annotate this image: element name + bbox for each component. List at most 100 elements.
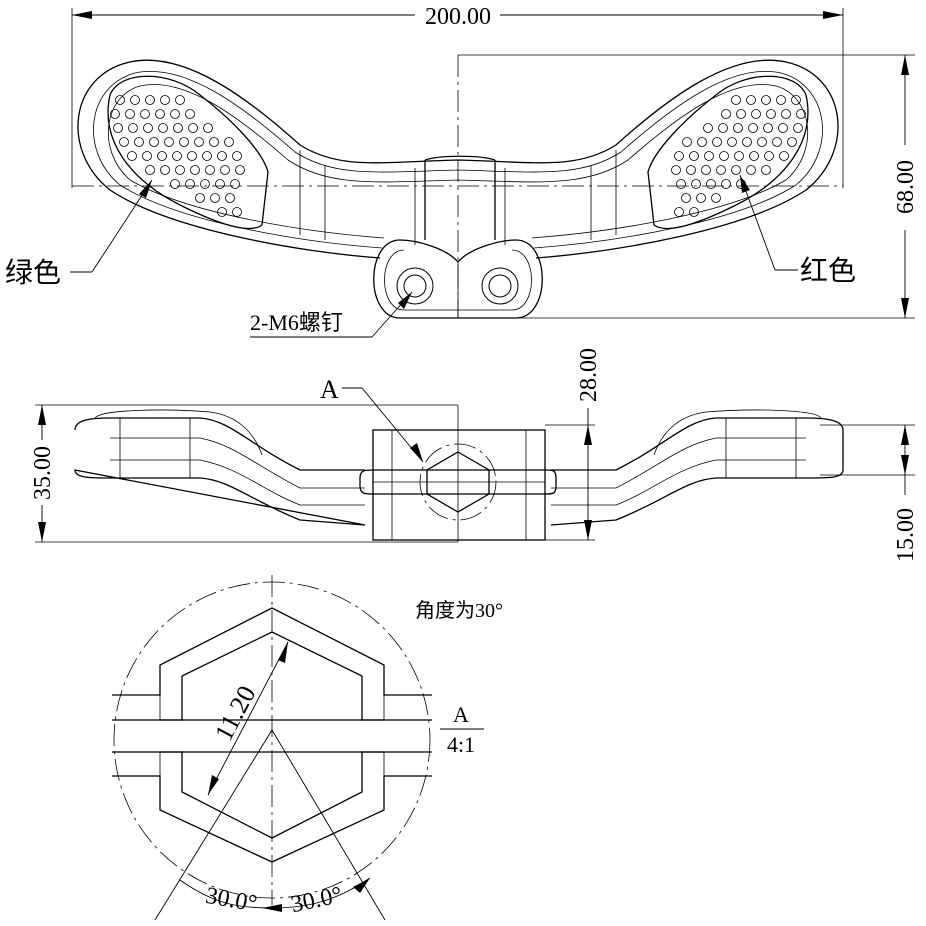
perforation-hole bbox=[734, 151, 744, 161]
perforation-hole bbox=[742, 137, 752, 147]
perforation-hole bbox=[170, 179, 180, 189]
perforation-hole bbox=[202, 151, 212, 161]
perforation-hole bbox=[225, 193, 235, 203]
dim-overall-width-text: 200.00 bbox=[425, 4, 491, 30]
front-inner-line-2 bbox=[110, 437, 806, 489]
perforation-hole bbox=[149, 137, 159, 147]
perforation-hole bbox=[175, 165, 185, 175]
perforation-hole bbox=[763, 123, 773, 133]
perforation-hole bbox=[164, 137, 174, 147]
perforation-hole bbox=[697, 137, 707, 147]
detail-inner-hex bbox=[160, 631, 384, 839]
perforation-hole bbox=[674, 151, 684, 161]
perforation-hole bbox=[185, 109, 195, 119]
dim-top-height: 68.00 bbox=[893, 55, 919, 318]
perforation-hole bbox=[195, 193, 205, 203]
perforation-hole bbox=[796, 109, 806, 119]
perforation-hole bbox=[190, 165, 200, 175]
perforation-hole bbox=[188, 123, 198, 133]
perforation-hole bbox=[217, 207, 227, 217]
perforation-hole bbox=[703, 123, 713, 133]
perforation-hole bbox=[110, 109, 120, 119]
perforation-hole bbox=[731, 165, 741, 175]
detail-label-scale: 4:1 bbox=[447, 732, 475, 757]
perforation-hole bbox=[209, 137, 219, 147]
dim-top-height-text: 68.00 bbox=[893, 160, 919, 214]
perforation-hole bbox=[718, 123, 728, 133]
perforation-hole bbox=[706, 179, 716, 189]
perforation-hole bbox=[143, 123, 153, 133]
perforation-hole bbox=[757, 137, 767, 147]
perforation-hole bbox=[232, 151, 242, 161]
perforation-hole bbox=[235, 165, 245, 175]
top-boss-ribs bbox=[299, 150, 617, 245]
dim-total-height-text: 35.00 bbox=[30, 446, 56, 500]
perforation-hole bbox=[217, 151, 227, 161]
perforation-hole bbox=[704, 151, 714, 161]
perforation-hole bbox=[140, 109, 150, 119]
front-center-boss bbox=[359, 429, 557, 541]
perforation-hole bbox=[682, 137, 692, 147]
dim-end-height-text: 15.00 bbox=[893, 508, 919, 562]
label-green: 绿色 bbox=[5, 257, 61, 289]
perforation-hole bbox=[187, 151, 197, 161]
perforation-hole bbox=[194, 137, 204, 147]
perforation-hole bbox=[145, 95, 155, 105]
perforation-hole bbox=[716, 165, 726, 175]
right-pad bbox=[647, 75, 809, 230]
perforation-hole bbox=[671, 165, 681, 175]
perforation-hole bbox=[787, 137, 797, 147]
perforation-hole bbox=[696, 193, 706, 203]
detail-label-name: A bbox=[453, 702, 469, 727]
perforation-hole bbox=[215, 179, 225, 189]
bracket-outline bbox=[77, 59, 839, 259]
perforation-hole bbox=[119, 137, 129, 147]
top-view: 200.00 bbox=[5, 4, 919, 338]
perforation-hole bbox=[749, 151, 759, 161]
front-view: A 35.00 28.00 bbox=[30, 348, 919, 562]
perforation-hole bbox=[711, 193, 721, 203]
perforation-hole bbox=[719, 151, 729, 161]
perforation-hole bbox=[674, 207, 684, 217]
dim-overall-width: 200.00 bbox=[72, 4, 843, 30]
perforation-hole bbox=[230, 179, 240, 189]
angle-right-text: 30.0° bbox=[289, 882, 345, 918]
perforation-hole bbox=[733, 123, 743, 133]
front-pad-left bbox=[94, 409, 263, 456]
perforation-hole bbox=[115, 95, 125, 105]
angle-left-text: 30.0° bbox=[204, 883, 259, 918]
perforation-hole bbox=[721, 109, 731, 119]
detail-view-a: 11.20 30.0° 30.0° 角度为30° A 4:1 bbox=[112, 575, 503, 921]
dim-hex-size: 11.20 bbox=[207, 641, 289, 796]
perforation-hole bbox=[128, 123, 138, 133]
perforation-hole bbox=[175, 95, 185, 105]
top-center-boss bbox=[424, 155, 496, 240]
dim-end-height: 15.00 bbox=[893, 425, 919, 562]
label-screws: 2-M6螺钉 bbox=[250, 310, 343, 335]
perforation-hole bbox=[761, 165, 771, 175]
perforation-hole bbox=[232, 207, 242, 217]
dim-hex-size-text: 11.20 bbox=[209, 681, 262, 745]
angle-arrow-right bbox=[353, 878, 370, 893]
perforation-hole bbox=[721, 179, 731, 189]
perforation-hole bbox=[127, 151, 137, 161]
perforation-hole bbox=[736, 109, 746, 119]
bracket-inner-contour-2 bbox=[107, 84, 809, 239]
perforation-hole bbox=[157, 151, 167, 161]
section-mark-a: A bbox=[320, 375, 339, 404]
perforation-hole bbox=[210, 193, 220, 203]
perforation-hole bbox=[779, 151, 789, 161]
front-inner-line-1 bbox=[119, 418, 797, 478]
perforation-hole bbox=[160, 165, 170, 175]
perforation-hole bbox=[200, 179, 210, 189]
perforation-hole bbox=[142, 151, 152, 161]
left-pad bbox=[107, 75, 269, 230]
perforation-hole bbox=[676, 179, 686, 189]
perforation-hole bbox=[172, 151, 182, 161]
perforation-hole bbox=[748, 123, 758, 133]
perforation-hole bbox=[686, 165, 696, 175]
hex-socket bbox=[426, 451, 490, 513]
perforation-hole bbox=[173, 123, 183, 133]
detail-a-circle bbox=[419, 443, 497, 521]
